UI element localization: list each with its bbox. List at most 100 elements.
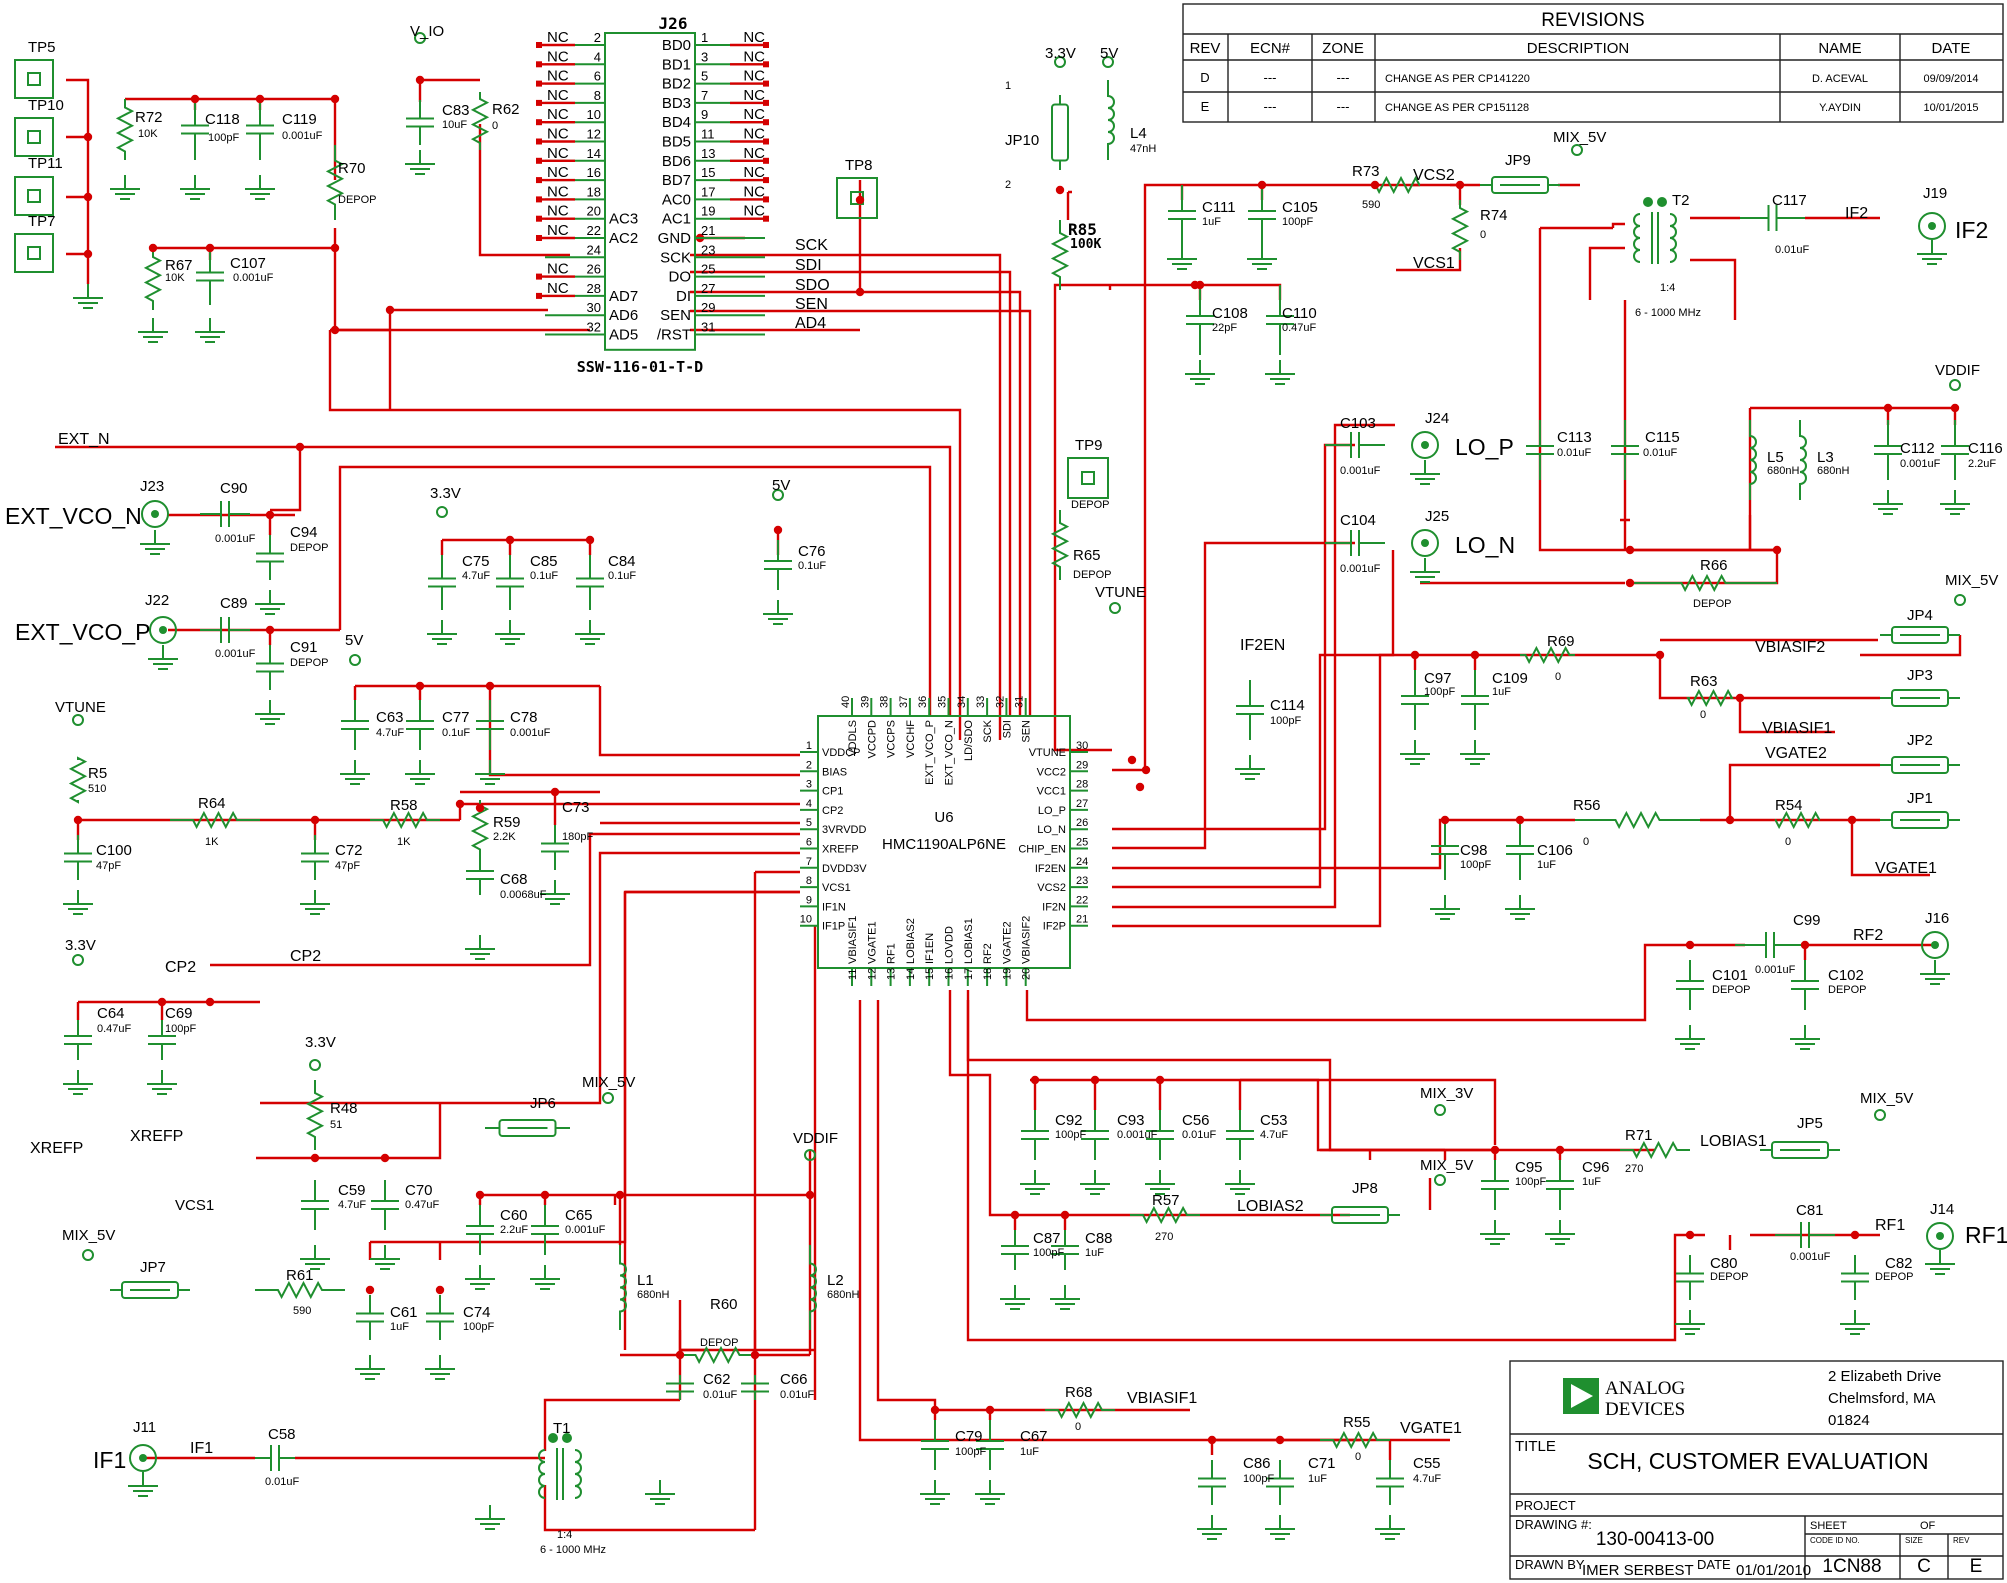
- jumper-body[interactable]: [1891, 811, 1949, 829]
- label-xrefpa: XREFP: [30, 1140, 83, 1157]
- connector-nc: NC: [743, 145, 765, 162]
- test-point[interactable]: [14, 176, 54, 216]
- label-j2: 2: [1005, 179, 1011, 191]
- label-r57: R57: [1152, 1192, 1180, 1209]
- label-c70: C70: [405, 1182, 433, 1199]
- ground-symbol: [1505, 895, 1535, 920]
- ground-symbol: [1247, 245, 1277, 270]
- junction: [1030, 1075, 1040, 1085]
- capacitor: [1461, 670, 1489, 730]
- jumper-body[interactable]: [498, 1119, 557, 1137]
- connector-pin-number: 24: [587, 242, 601, 257]
- sma-connector[interactable]: [1921, 931, 1949, 959]
- label-c108: C108: [1212, 305, 1248, 322]
- ecn-header: ECN#: [1250, 40, 1291, 57]
- wire: [543, 1398, 757, 1532]
- junction: [1725, 815, 1735, 825]
- wire: [755, 1195, 812, 1357]
- ic-pin-number: 5: [806, 817, 812, 829]
- ic-pin-name: VDDCP: [822, 747, 861, 759]
- connector-nc: NC: [743, 126, 765, 143]
- drawing-label: DRAWING #:: [1515, 1517, 1592, 1532]
- jumper-body[interactable]: [1051, 103, 1069, 162]
- ground-symbol: [1920, 960, 1950, 985]
- ground-symbol: [1790, 1025, 1820, 1050]
- jumper-body[interactable]: [1771, 1141, 1829, 1159]
- capacitor: [1325, 432, 1385, 458]
- test-point[interactable]: [1067, 457, 1109, 499]
- label-v33b: 3.3V: [430, 485, 461, 502]
- ground-symbol: [1167, 245, 1197, 270]
- label-c75: C75: [462, 553, 490, 570]
- capacitor: [1021, 1110, 1049, 1160]
- junction: [930, 1405, 940, 1415]
- sma-connector[interactable]: [149, 616, 177, 644]
- label-v5c: 5V: [345, 632, 363, 649]
- test-point[interactable]: [14, 59, 54, 99]
- test-point[interactable]: [836, 177, 878, 219]
- junction: [295, 442, 305, 452]
- nc-marker: [536, 99, 542, 106]
- capacitor: [541, 825, 569, 870]
- label-c78: C78: [510, 709, 538, 726]
- resistor: [1630, 573, 1777, 593]
- label-j22: J22: [145, 592, 169, 609]
- ground-symbol: [1675, 1310, 1705, 1335]
- capacitor: [1168, 185, 1196, 245]
- test-point-pad: [27, 130, 41, 144]
- capacitor: [246, 99, 274, 160]
- junction: [1141, 765, 1151, 775]
- connector-pin-number: 20: [587, 204, 601, 219]
- junction: [380, 1153, 390, 1163]
- ic-pin-name: VCS2: [1037, 882, 1066, 894]
- sma-connector[interactable]: [1926, 1222, 1954, 1250]
- label-j16: J16: [1925, 910, 1949, 927]
- label-c107: C107: [230, 255, 266, 272]
- ground-symbol: [255, 700, 285, 725]
- sma-connector[interactable]: [129, 1444, 157, 1472]
- label-l5v: 680nH: [1767, 465, 1799, 477]
- ground-symbol: [405, 760, 435, 785]
- sma-connector[interactable]: [141, 500, 169, 528]
- label-c56: C56: [1182, 1112, 1210, 1129]
- name-header: NAME: [1818, 40, 1861, 57]
- junction: [1883, 403, 1893, 413]
- sma-connector[interactable]: [1411, 529, 1439, 557]
- capacitor: [256, 535, 284, 580]
- connector-pin-name: AD7: [609, 288, 638, 305]
- ic-pin-name: SDI: [1001, 720, 1013, 738]
- label-l3: L3: [1817, 449, 1834, 466]
- sma-connector[interactable]: [1411, 431, 1439, 459]
- connector-nc: NC: [743, 29, 765, 46]
- label-jp1: JP1: [1907, 790, 1933, 807]
- jumper-body[interactable]: [1891, 689, 1949, 707]
- label-tp8: TP8: [845, 157, 873, 174]
- jumper-body[interactable]: [1891, 756, 1949, 774]
- resistor: [680, 1345, 755, 1365]
- ic-pin-number: 23: [1076, 875, 1088, 887]
- label-c101: C101: [1712, 967, 1748, 984]
- ic-pin-number: 26: [1076, 817, 1088, 829]
- ic-pin-number: 40: [840, 696, 852, 708]
- test-point[interactable]: [14, 117, 54, 157]
- test-point[interactable]: [14, 233, 54, 273]
- sma-connector[interactable]: [1918, 212, 1946, 240]
- ground-symbol: [1265, 360, 1295, 385]
- ic-pin-number: 11: [847, 969, 859, 980]
- inductor: [1107, 80, 1115, 160]
- ic-pin-number: 18: [982, 968, 994, 980]
- jumper-body[interactable]: [1331, 1206, 1389, 1224]
- label-c60v: 2.2uF: [500, 1224, 528, 1236]
- connector-nc: NC: [547, 164, 569, 181]
- rev-e-name: Y.AYDIN: [1819, 102, 1861, 114]
- label-v33c: 3.3V: [65, 937, 96, 954]
- connector-pin-name: DI: [676, 288, 691, 305]
- jumper-body[interactable]: [1491, 176, 1549, 194]
- junction: [1127, 755, 1137, 765]
- label-c63v: 4.7uF: [376, 727, 404, 739]
- jumper-body[interactable]: [1891, 626, 1949, 644]
- capacitor: [1526, 420, 1554, 480]
- ground-symbol: [575, 620, 605, 645]
- power-rail-symbol: [1949, 379, 1961, 391]
- jumper-body[interactable]: [121, 1281, 179, 1299]
